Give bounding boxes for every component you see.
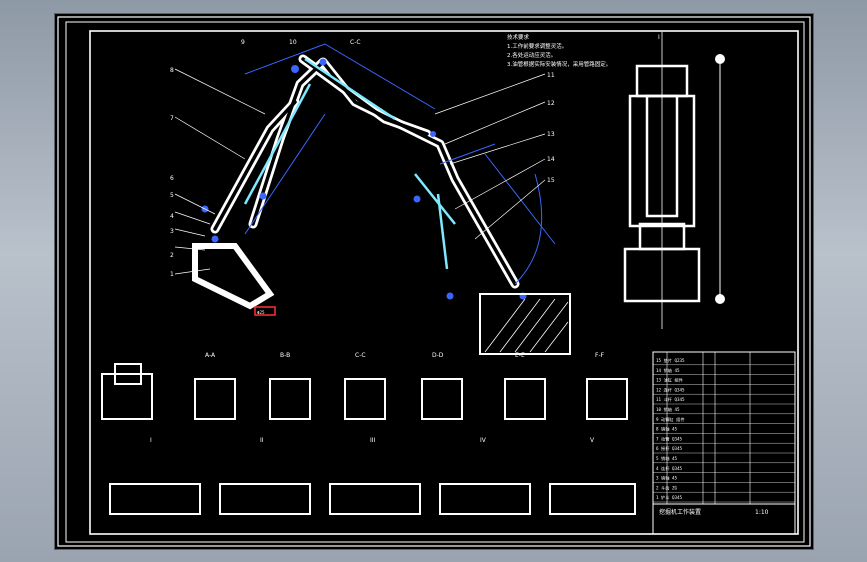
leader-lines xyxy=(174,68,546,275)
detail-label-d: D-D xyxy=(432,352,444,359)
part-number-2: 2 xyxy=(170,252,174,259)
pivot-pins xyxy=(201,58,527,300)
part-number-4: 4 xyxy=(170,213,174,220)
parts-row: 11 斗杆 Q345 xyxy=(656,396,685,403)
parts-row: 7 动臂 Q345 xyxy=(656,435,683,442)
excavator-arm xyxy=(210,54,520,289)
part-number-8: 8 xyxy=(170,67,174,74)
part-number-1: 1 xyxy=(170,271,174,278)
shaft-details xyxy=(109,483,636,515)
shaft-1 xyxy=(109,483,201,515)
title-block-scale: 1:10 xyxy=(755,509,769,516)
shaft-4 xyxy=(439,483,531,515)
cad-viewport[interactable]: 15 垫片 Q235 14 销轴 45 13 油缸 组件 12 连杆 Q345 11 斗… xyxy=(54,13,814,550)
side-base xyxy=(623,247,701,303)
detail-sections xyxy=(101,363,628,420)
parts-row: 12 连杆 Q345 xyxy=(656,386,685,393)
part-number-12: 12 xyxy=(547,100,555,107)
detail-label-c: C-C xyxy=(355,352,366,359)
parts-row: 6 摇杆 Q345 xyxy=(656,445,683,452)
detail-view-3 xyxy=(269,378,311,420)
detail-view-6 xyxy=(504,378,546,420)
part-number-3: 3 xyxy=(170,228,174,235)
part-number-13: 13 xyxy=(547,131,555,138)
section-label: C-C xyxy=(350,39,361,46)
shaft-label-5: V xyxy=(590,437,595,444)
tech-note-4: 3.油管根据实际安装情况，采用管路固定。 xyxy=(507,60,611,68)
detail-view-2 xyxy=(194,378,236,420)
hydraulic-cylinders xyxy=(243,57,456,270)
detail-label-a: A-A xyxy=(205,352,216,359)
bucket xyxy=(192,243,275,310)
bucket-cylinder xyxy=(243,83,312,205)
detail-label-b: B-B xyxy=(280,352,290,359)
dimension-lines xyxy=(244,43,556,285)
parts-list-rows: 15 垫片 Q235 14 销轴 45 13 油缸 组件 12 连杆 Q345 11 斗… xyxy=(653,357,795,503)
inner-frame-left xyxy=(65,21,805,543)
tooth-dimension: Φ25 xyxy=(257,310,265,315)
side-view xyxy=(623,32,721,329)
part-number-5: 5 xyxy=(170,192,174,199)
parts-row: 4 连杆 Q345 xyxy=(656,465,683,472)
drawing-border xyxy=(89,30,799,535)
parts-row: 15 垫片 Q235 xyxy=(656,357,685,364)
shaft-3 xyxy=(329,483,421,515)
parts-row: 2 斗齿 ZG xyxy=(656,485,677,491)
engineering-drawing: 15 垫片 Q235 14 销轴 45 13 油缸 组件 12 连杆 Q345 11 斗… xyxy=(57,16,811,547)
parts-row: 3 销轴 45 xyxy=(656,475,677,482)
detail-view-5 xyxy=(421,378,463,420)
shaft-5 xyxy=(549,483,636,515)
part-number-11: 11 xyxy=(547,72,555,79)
tech-note-1: 技术要求 xyxy=(507,33,530,41)
detail-label-e: E-E xyxy=(515,352,525,359)
outer-frame xyxy=(57,16,811,547)
base-hatch xyxy=(484,298,569,353)
detail-view-1 xyxy=(101,373,153,420)
shaft-label-4: IV xyxy=(480,437,487,444)
detail-view-7 xyxy=(586,378,628,420)
parts-row: 10 销轴 45 xyxy=(656,406,680,413)
side-view-label: I xyxy=(658,34,660,41)
parts-row: 1 铲斗 Q345 xyxy=(656,494,683,501)
tech-note-2: 1.工作前要求调整灵活。 xyxy=(507,42,567,50)
shaft-label-3: III xyxy=(370,437,376,444)
shaft-2 xyxy=(219,483,311,515)
parts-row: 14 销轴 45 xyxy=(656,367,680,374)
title-block-name: 挖掘机工作装置 xyxy=(659,508,701,516)
part-number-15: 15 xyxy=(547,177,555,184)
boom-cylinder xyxy=(414,173,456,225)
part-number-9: 9 xyxy=(241,39,245,46)
part-number-7: 7 xyxy=(170,115,174,122)
tech-note-3: 2.各处运动应灵活。 xyxy=(507,51,556,59)
lift-cylinder xyxy=(436,193,449,270)
parts-row: 9 动臂缸 组件 xyxy=(656,416,685,423)
shaft-label-2: II xyxy=(260,437,264,444)
arm-cylinder xyxy=(304,57,396,121)
shaft-label-1: I xyxy=(150,437,152,444)
boom xyxy=(248,57,520,289)
part-number-10: 10 xyxy=(289,39,297,46)
base-mount xyxy=(479,293,571,355)
part-number-6: 6 xyxy=(170,175,174,182)
bucket-tooth-marker xyxy=(254,306,276,316)
parts-row: 13 油缸 组件 xyxy=(656,377,683,384)
detail-view-4 xyxy=(344,378,386,420)
parts-row: 8 销轴 45 xyxy=(656,426,677,433)
part-number-14: 14 xyxy=(547,156,555,163)
parts-row: 5 销轴 45 xyxy=(656,455,677,462)
detail-label-f: F-F xyxy=(595,352,605,359)
